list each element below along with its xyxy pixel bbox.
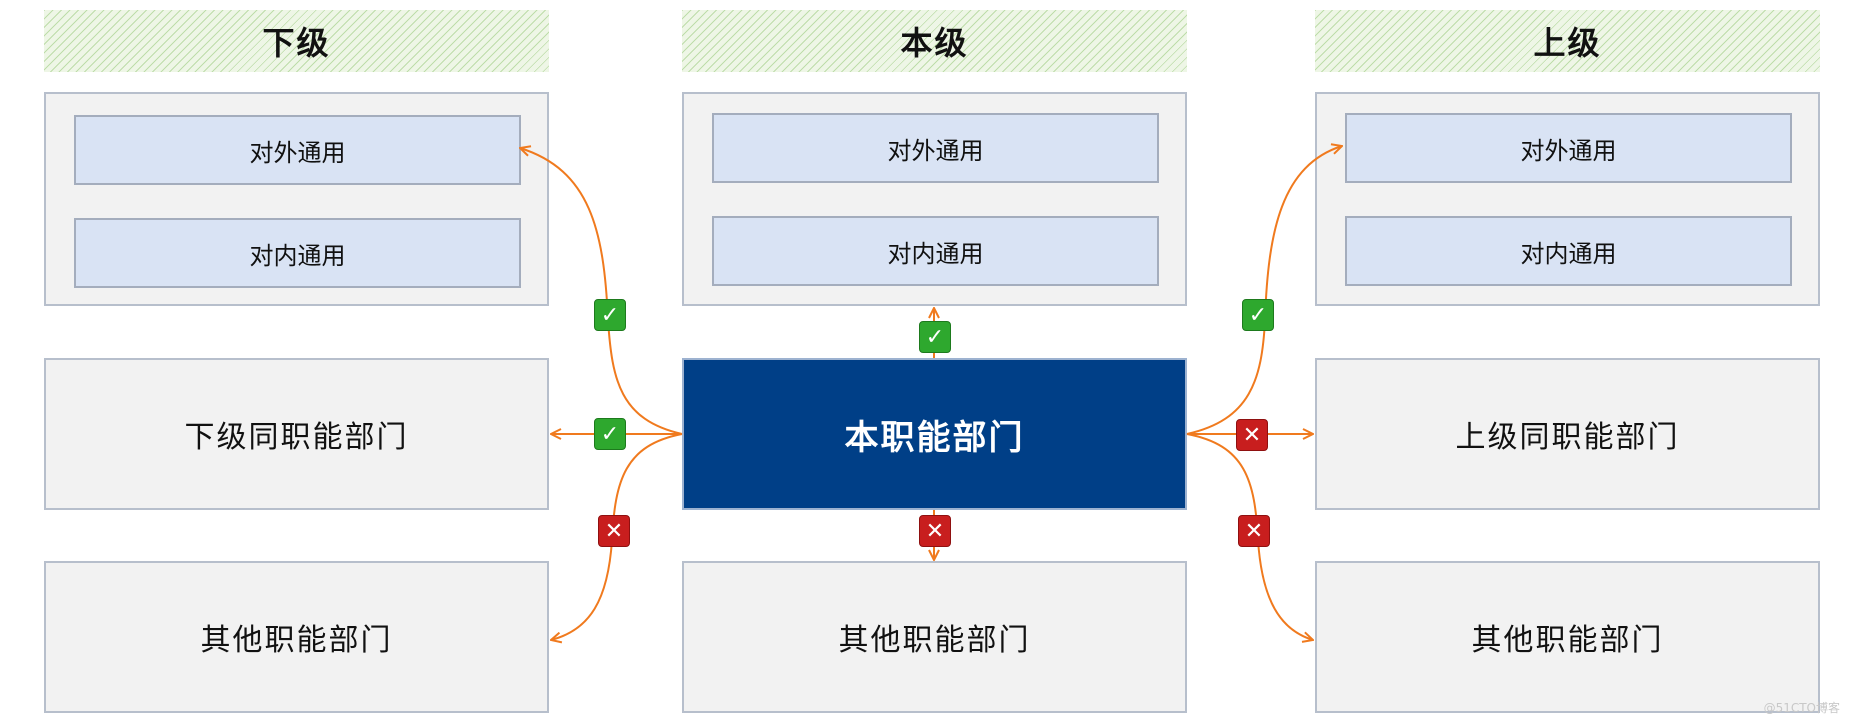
panel-lower-level: 对外通用 对内通用 xyxy=(44,92,549,306)
upper-other-function-dept: 其他职能部门 xyxy=(1315,561,1820,713)
header-upper-level: 上级 xyxy=(1315,10,1820,72)
upper-same-function-dept: 上级同职能部门 xyxy=(1315,358,1820,510)
allowed-check-icon: ✓ xyxy=(1242,299,1274,331)
panel-upper-level: 对外通用 对内通用 xyxy=(1315,92,1820,306)
lower-internal-general: 对内通用 xyxy=(74,218,521,288)
allowed-check-icon: ✓ xyxy=(594,299,626,331)
same-other-function-dept: 其他职能部门 xyxy=(682,561,1187,713)
same-external-general: 对外通用 xyxy=(712,113,1159,183)
same-internal-general: 对内通用 xyxy=(712,216,1159,286)
panel-same-level: 对外通用 对内通用 xyxy=(682,92,1187,306)
this-function-dept: 本职能部门 xyxy=(682,358,1187,510)
denied-cross-icon: ✕ xyxy=(598,515,630,547)
watermark: @51CTO博客 xyxy=(1763,701,1840,715)
lower-same-function-dept: 下级同职能部门 xyxy=(44,358,549,510)
upper-internal-general: 对内通用 xyxy=(1345,216,1792,286)
denied-cross-icon: ✕ xyxy=(1236,419,1268,451)
header-same-level: 本级 xyxy=(682,10,1187,72)
denied-cross-icon: ✕ xyxy=(1238,515,1270,547)
upper-external-general: 对外通用 xyxy=(1345,113,1792,183)
denied-cross-icon: ✕ xyxy=(919,515,951,547)
header-lower-level: 下级 xyxy=(44,10,549,72)
lower-external-general: 对外通用 xyxy=(74,115,521,185)
lower-other-function-dept: 其他职能部门 xyxy=(44,561,549,713)
allowed-check-icon: ✓ xyxy=(919,321,951,353)
allowed-check-icon: ✓ xyxy=(594,418,626,450)
